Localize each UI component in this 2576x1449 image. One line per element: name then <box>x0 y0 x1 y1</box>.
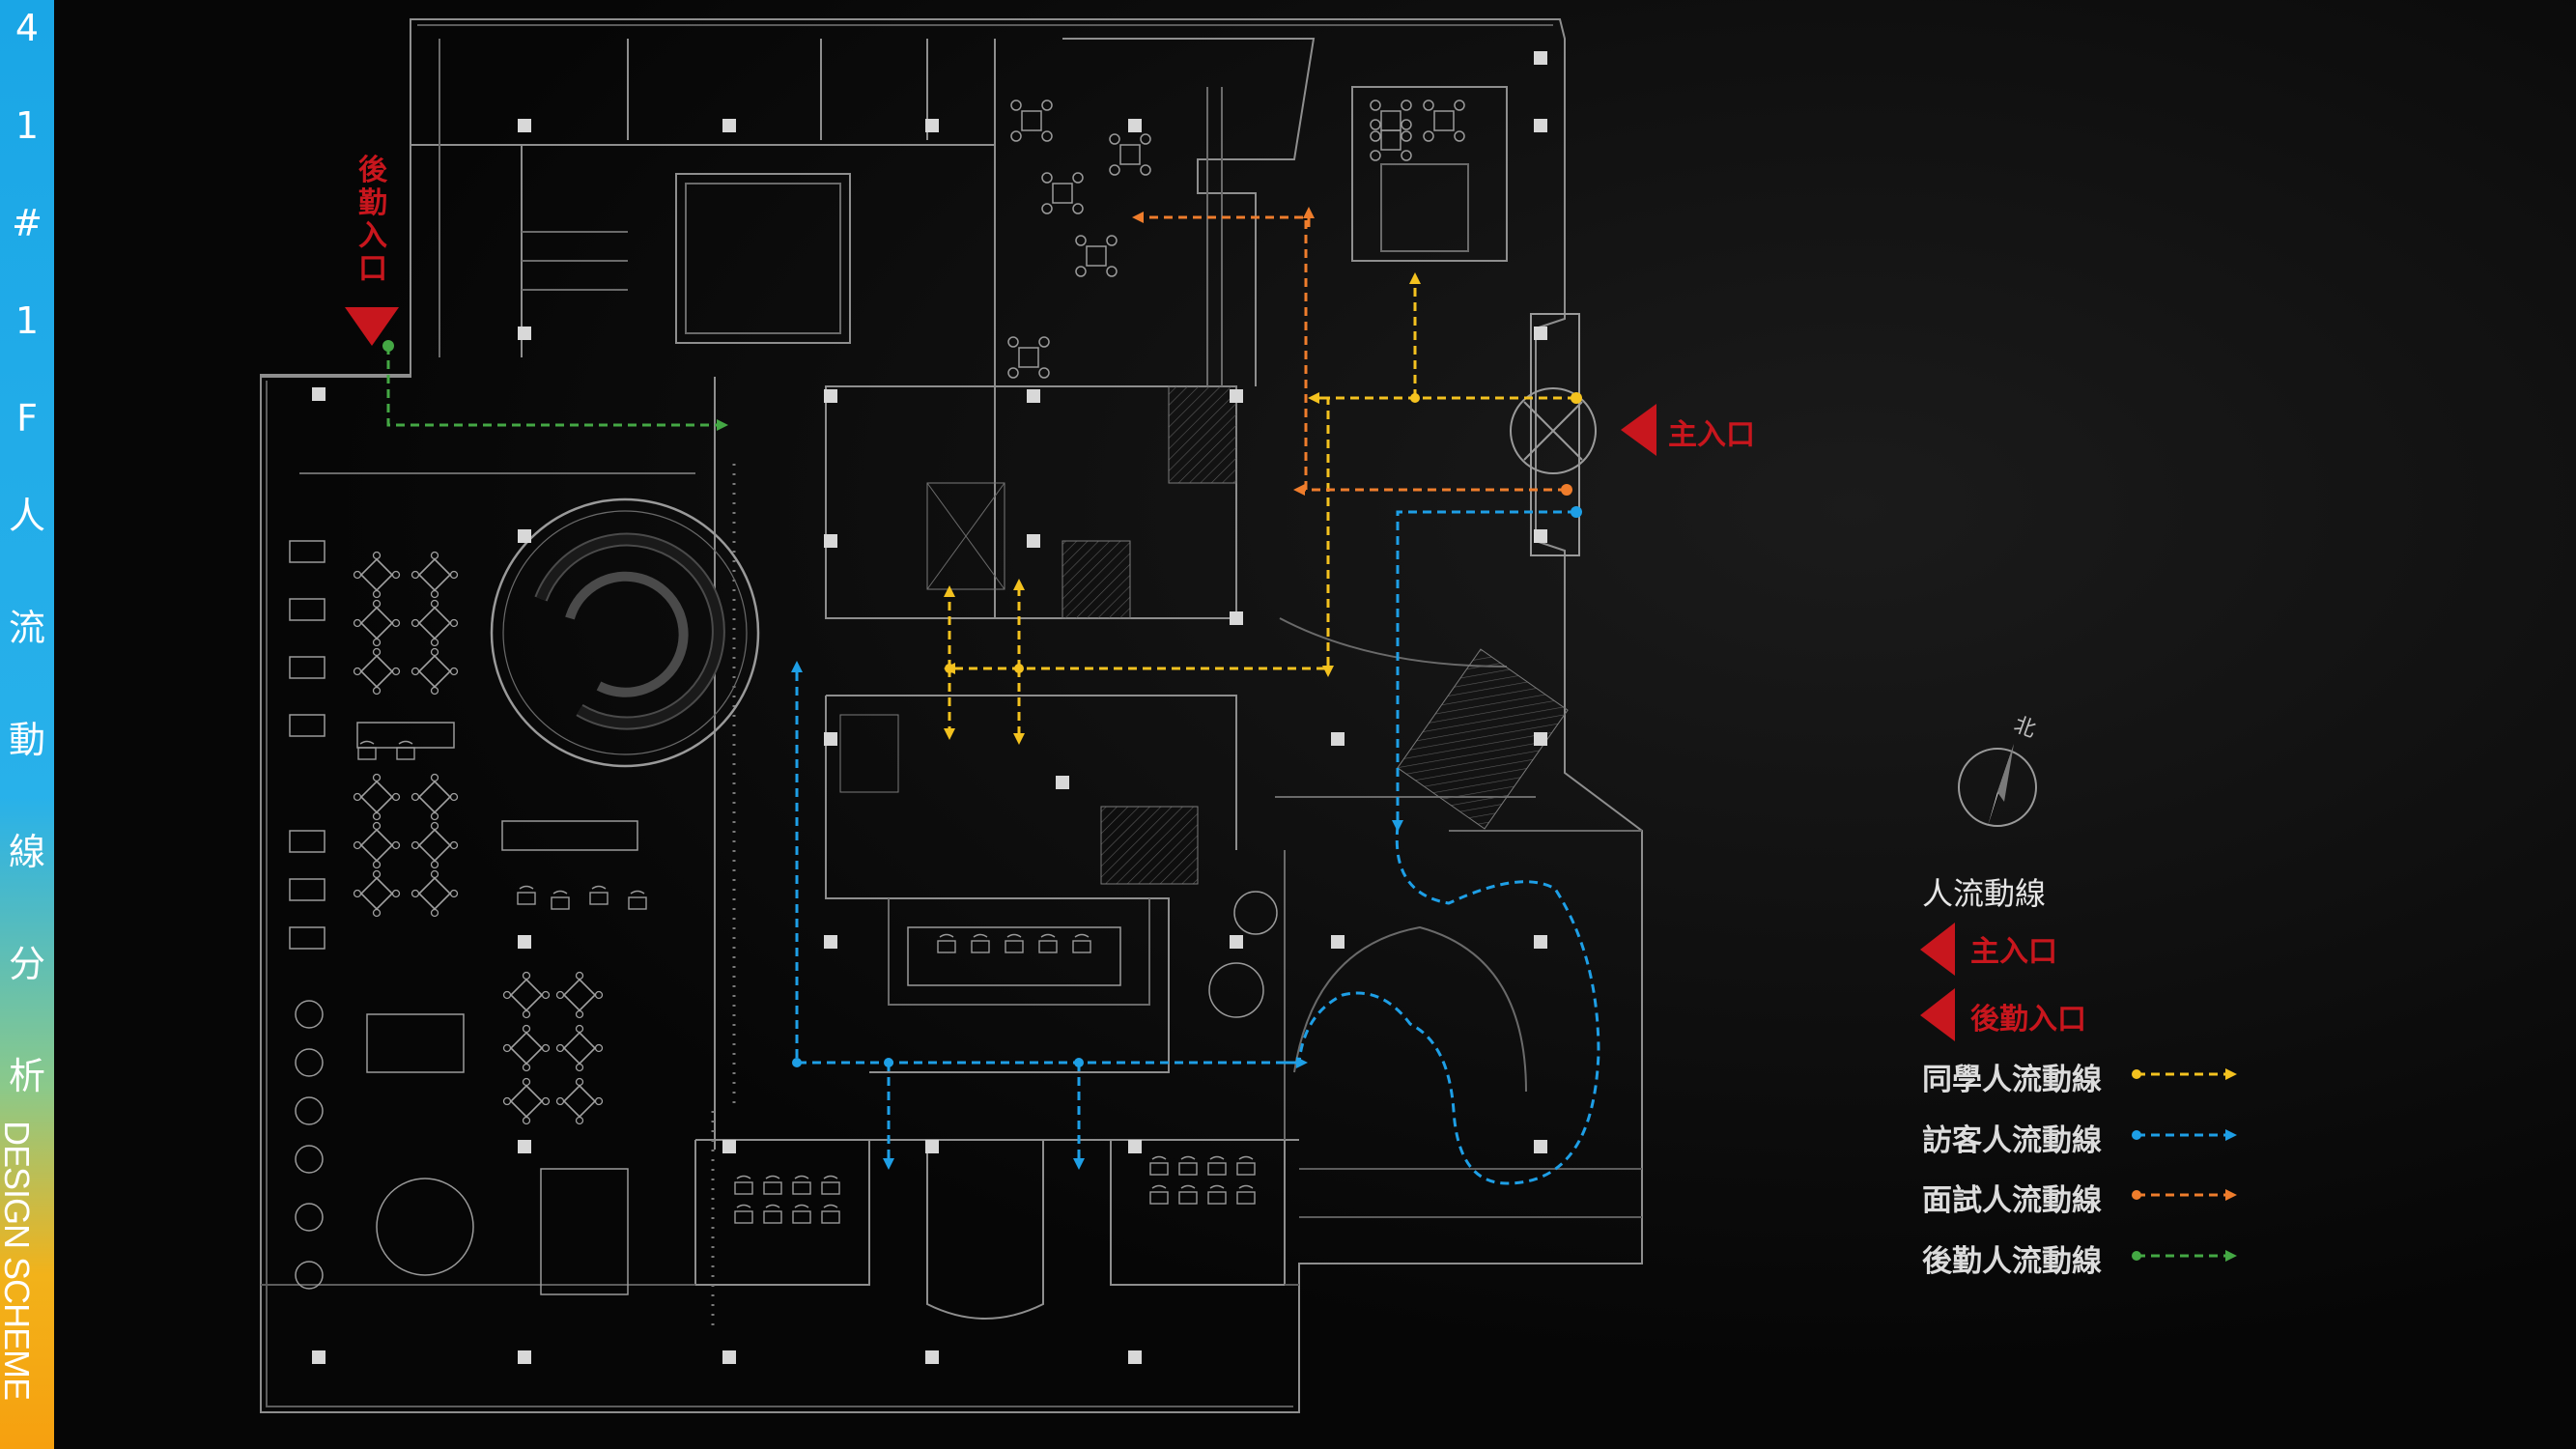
student-flow-route <box>944 272 1576 745</box>
legend-interview-line <box>2132 1189 2237 1201</box>
north-arrow-icon <box>1958 744 2037 827</box>
title-char: F <box>16 397 38 440</box>
main-entrance-label: 主入口 <box>1668 418 1755 452</box>
visitor-flow-nodes <box>792 506 1582 1067</box>
legend-visitor-line <box>2132 1129 2237 1141</box>
side-seating <box>289 540 1278 1295</box>
title-char: 流 <box>8 607 45 649</box>
legend-interview-label: 面試人流動線 <box>1922 1183 2102 1218</box>
core-areas <box>839 385 1569 885</box>
visitor-flow-route <box>791 510 1600 1185</box>
logistics-flow-route <box>386 346 728 431</box>
dining-tables-left <box>353 551 604 1125</box>
logistics-entrance-marker <box>345 307 399 346</box>
lounge-tables <box>1007 99 1465 379</box>
legend-logistics-entrance-label: 後勤入口 <box>1970 1003 2086 1037</box>
title-char: 析 <box>8 1055 45 1097</box>
title-char: # <box>12 202 42 244</box>
round-classroom <box>490 497 760 768</box>
interview-flow-nodes <box>1561 484 1572 496</box>
title-char: 4 <box>14 7 40 49</box>
logistics-entrance-label: 後勤入口 <box>358 154 387 286</box>
legend-main-entrance-icon <box>1920 923 1955 976</box>
title-char: 動 <box>8 719 45 761</box>
legend-visitor-label: 訪客人流動線 <box>1922 1123 2102 1158</box>
logistics-flow-nodes <box>382 340 394 352</box>
title-char: 線 <box>8 831 45 873</box>
section-title-bar: 4 1 # 1 F 人 流 動 線 分 析 DESIGN SCHEME <box>0 0 54 1449</box>
legend-logistics-entrance-icon <box>1920 988 1955 1041</box>
title-char: 人 <box>8 495 45 537</box>
legend-logistics-line <box>2132 1250 2237 1262</box>
legend-student-label: 同學人流動線 <box>1922 1063 2102 1097</box>
student-flow-nodes <box>945 392 1582 673</box>
revolving-door <box>1510 313 1597 556</box>
main-entrance-marker <box>1621 404 1656 456</box>
legend-main-entrance-label: 主入口 <box>1970 935 2057 969</box>
structural-columns <box>312 51 1547 1364</box>
title-char: 1 <box>14 299 40 342</box>
legend-logistics-label: 後勤人流動線 <box>1922 1244 2102 1279</box>
title-char: 分 <box>8 943 45 985</box>
section-title-chars: 4 1 # 1 F 人 流 動 線 分 析 <box>0 10 54 1145</box>
legend-student-line <box>2132 1068 2237 1080</box>
interview-flow-route <box>1132 207 1567 496</box>
title-char: 1 <box>14 104 40 147</box>
legend-title: 人流動線 <box>1922 875 2047 912</box>
